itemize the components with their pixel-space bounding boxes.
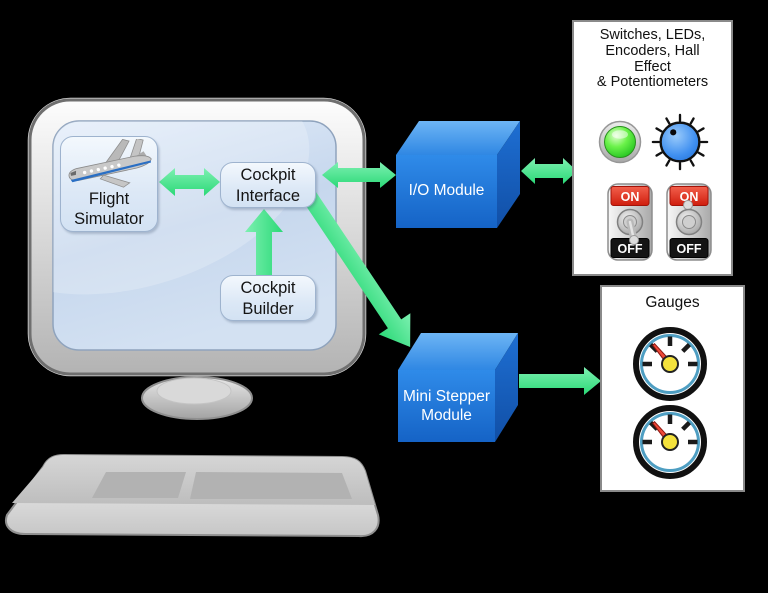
switches-panel-title: Switches, LEDs, Encoders, Hall Effect & … <box>596 27 709 91</box>
arrow-ministepper-gauges <box>519 367 601 395</box>
gauges-panel: Gauges <box>600 285 745 492</box>
flight-simulator-node: Flight Simulator <box>60 136 158 232</box>
io-module-cube <box>396 121 520 228</box>
gauges-panel-title: Gauges <box>645 294 700 311</box>
toggle-off-label: OFF <box>618 242 643 256</box>
mini-stepper-label: Mini Stepper Module <box>402 388 490 424</box>
gauge-icon <box>633 327 707 401</box>
cockpit-builder-node: Cockpit Builder <box>220 275 316 321</box>
arrow-flightsim-cockpitinterface <box>159 168 220 196</box>
switches-panel: Switches, LEDs, Encoders, Hall Effect & … <box>572 20 733 276</box>
toggle-switch-icon: ON OFF <box>607 183 653 261</box>
keyboard <box>5 453 380 538</box>
toggle-on-label: ON <box>680 190 699 204</box>
airplane-icon <box>68 139 152 188</box>
flight-simulator-label: Flight Simulator <box>74 190 144 228</box>
mini-stepper-cube <box>398 333 518 442</box>
monitor-stand <box>141 376 253 420</box>
arrow-cockpitbuilder-cockpitinterface <box>245 209 283 277</box>
io-module-label: I/O Module <box>408 182 485 199</box>
toggle-on-label: ON <box>621 190 640 204</box>
cockpit-interface-node: Cockpit Interface <box>220 162 316 208</box>
arrows <box>159 158 601 395</box>
toggle-switch-icon: ON OFF <box>666 183 712 261</box>
arrow-cockpitinterface-ministepper <box>298 185 411 348</box>
knob-icon <box>651 113 709 171</box>
led-icon <box>598 120 642 164</box>
gauge-icon <box>633 405 707 479</box>
arrow-iomodule-switchespanel <box>521 158 577 184</box>
arrow-cockpitinterface-iomodule <box>322 162 396 188</box>
toggle-off-label: OFF <box>677 242 702 256</box>
